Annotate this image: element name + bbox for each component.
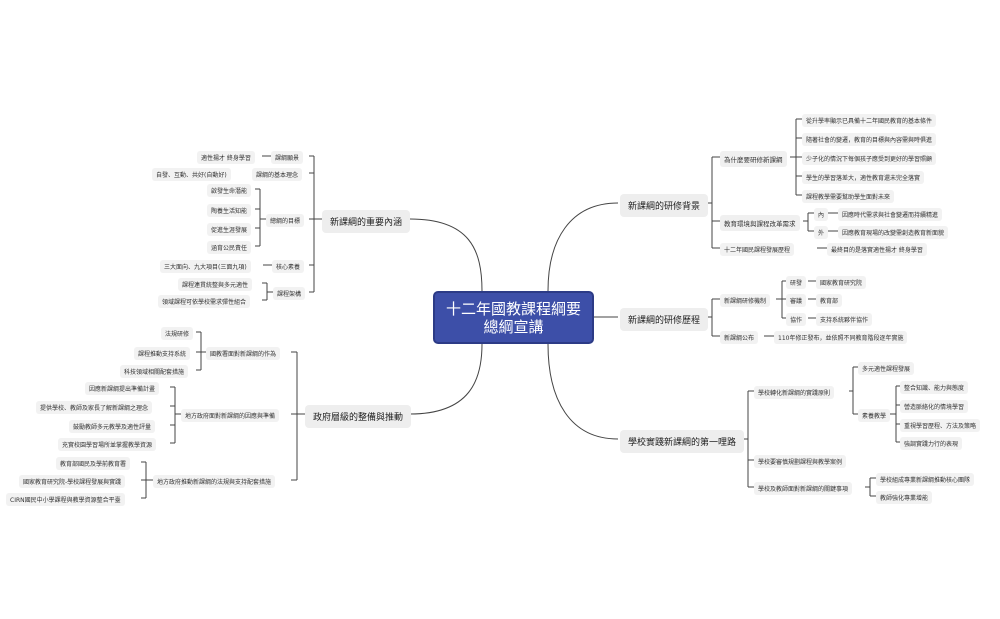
topic-basic-idea-text[interactable]: 自發、互動、共好(自動好) <box>152 168 231 181</box>
connector <box>409 343 483 415</box>
topic-publish-text[interactable]: 110年修正發布，並依照不同教育階段逐年實施 <box>774 331 908 344</box>
topic-core[interactable]: 核心素養 <box>272 260 305 273</box>
branch-first-mile[interactable]: 學校實踐新課綱的第一哩路 <box>620 430 745 453</box>
connector <box>309 155 322 293</box>
topic-item[interactable]: 領域課程可依學校需求彈性組合 <box>158 295 251 308</box>
topic-why-revise[interactable]: 為什麼要研修新課綱 <box>720 151 787 167</box>
topic-item[interactable]: 促進生涯發展 <box>207 223 252 236</box>
topic-local[interactable]: 地方政府面對新課綱的因應與準備 <box>181 409 280 422</box>
topic-item[interactable]: 重視學習歷程、方法及策略 <box>900 419 981 432</box>
topic-item[interactable]: 提供學校、教師及家長了解新課綱之理念 <box>36 401 153 414</box>
topic-outer-label[interactable]: 外 <box>814 226 829 239</box>
topic-org[interactable]: 教育部 <box>816 294 843 307</box>
connector <box>547 202 619 292</box>
connector <box>255 188 266 247</box>
topic-publish[interactable]: 新課綱公布 <box>720 331 759 344</box>
connector <box>890 385 900 443</box>
topic-item[interactable]: 涵育公民責任 <box>207 241 252 254</box>
connector <box>790 118 802 196</box>
topic-principles[interactable]: 學校轉化新課綱的實踐原則 <box>754 386 835 399</box>
topic-item[interactable]: 啟發生命潛能 <box>207 184 252 197</box>
topic-item[interactable]: 從升學率顯示已具備十二年國民教育的基本條件 <box>802 114 937 127</box>
topic-goals[interactable]: 總綱的目標 <box>266 214 305 227</box>
topic-item[interactable]: 因應新課綱提出準備計畫 <box>85 382 160 395</box>
root-topic[interactable]: 十二年國教課程綱要 總綱宣講 <box>433 291 594 344</box>
connector <box>776 280 816 319</box>
topic-inner-label[interactable]: 內 <box>814 208 829 221</box>
topic-literacy[interactable]: 素養教學 <box>858 409 891 422</box>
topic-item[interactable]: 強調實踐力行的表現 <box>900 437 963 450</box>
topic-item[interactable]: 法規研修 <box>161 327 194 340</box>
topic-env-need[interactable]: 教育環境與課程改革需求 <box>720 215 800 231</box>
topic-item[interactable]: 隨著社會的變遷，教育的目標與內容需與時俱進 <box>802 133 937 146</box>
topic-item[interactable]: 學校組成專業新課綱推動核心團隊 <box>876 473 975 486</box>
branch-background[interactable]: 新課綱的研修背景 <box>620 194 709 217</box>
branch-government[interactable]: 政府層級的整備與推動 <box>305 405 412 428</box>
topic-item[interactable]: 鼓勵教師多元教學及適性評量 <box>69 420 156 433</box>
topic-key-items[interactable]: 學校及教師面對新課綱的關鍵事項 <box>754 482 853 495</box>
topic-role[interactable]: 協作 <box>786 313 807 326</box>
connector <box>409 218 483 292</box>
branch-process[interactable]: 新課綱的研修歷程 <box>620 308 709 331</box>
topic-item[interactable]: 陶養生活知能 <box>207 204 252 217</box>
topic-item[interactable]: 營造脈絡化的情境學習 <box>900 400 969 413</box>
topic-inner-text[interactable]: 因應時代需求與社會變遷而持續精進 <box>838 208 943 221</box>
connector <box>262 282 273 301</box>
connector <box>141 461 153 499</box>
topic-item[interactable]: 充實校園學習場所並掌握教學資源 <box>58 438 157 451</box>
topic-vision-text[interactable]: 適性揚才 終身學習 <box>197 151 255 164</box>
topic-item[interactable]: 課程連貫統整與多元適性 <box>178 278 253 291</box>
topic-plan[interactable]: 學校要審慎規劃課程與教學案例 <box>754 455 847 468</box>
topic-item[interactable]: 課程推動支持系統 <box>134 347 191 360</box>
topic-history-text[interactable]: 最終目的是落實適性揚才 終身學習 <box>827 243 927 256</box>
connector <box>849 366 858 415</box>
connector <box>170 386 181 444</box>
connector <box>865 477 876 497</box>
topic-item[interactable]: 整合知識、能力與態度 <box>900 381 969 394</box>
topic-architecture[interactable]: 課程架構 <box>273 287 306 300</box>
topic-law-support[interactable]: 地方政府推動新課綱的法規與支持配套措施 <box>153 475 276 488</box>
topic-item[interactable]: CIRN國民中小學課程與教學資源整合平臺 <box>6 493 125 506</box>
topic-outer-text[interactable]: 因應教育現場的改變需創造教育新面貌 <box>838 226 949 239</box>
topic-item[interactable]: 科技領域相關配套措施 <box>120 365 189 378</box>
root-title-line1: 十二年國教課程綱要 <box>445 299 581 318</box>
topic-core-text[interactable]: 三大面向、九大項目(三面九項) <box>160 260 251 273</box>
topic-item[interactable]: 少子化的情況下每個孩子應受到更好的學習照顧 <box>802 152 937 165</box>
connector <box>547 343 619 440</box>
connector <box>291 351 305 481</box>
topic-history[interactable]: 十二年國民課程發展歷程 <box>720 243 795 256</box>
topic-org[interactable]: 國家教育研究院 <box>816 276 867 289</box>
root-title-line2: 總綱宣講 <box>483 317 544 336</box>
topic-item[interactable]: 課程教學需要幫助學生面對未來 <box>802 190 895 203</box>
connector <box>803 212 838 232</box>
topic-mechanism[interactable]: 新課綱研修機制 <box>720 294 771 307</box>
topic-basic-idea[interactable]: 課綱的基本理念 <box>252 168 303 181</box>
topic-role[interactable]: 審議 <box>786 294 807 307</box>
topic-item[interactable]: 學生的學習落差大，適性教育還未完全落實 <box>802 171 925 184</box>
topic-item[interactable]: 教育部國民及學前教育署 <box>56 457 131 470</box>
topic-org[interactable]: 支持系統夥伴協作 <box>816 313 873 326</box>
topic-vision[interactable]: 課綱願景 <box>271 151 304 164</box>
topic-item[interactable]: 國家教育研究院-學校課程發展與實踐 <box>19 475 126 488</box>
branch-content[interactable]: 新課綱的重要內涵 <box>322 210 411 233</box>
topic-item[interactable]: 教師強化專業增能 <box>876 491 933 504</box>
topic-national[interactable]: 國教署面對新課綱的作為 <box>206 347 281 360</box>
connector <box>196 331 206 371</box>
topic-role[interactable]: 研發 <box>786 276 807 289</box>
topic-item[interactable]: 多元適性課程發展 <box>858 362 915 375</box>
